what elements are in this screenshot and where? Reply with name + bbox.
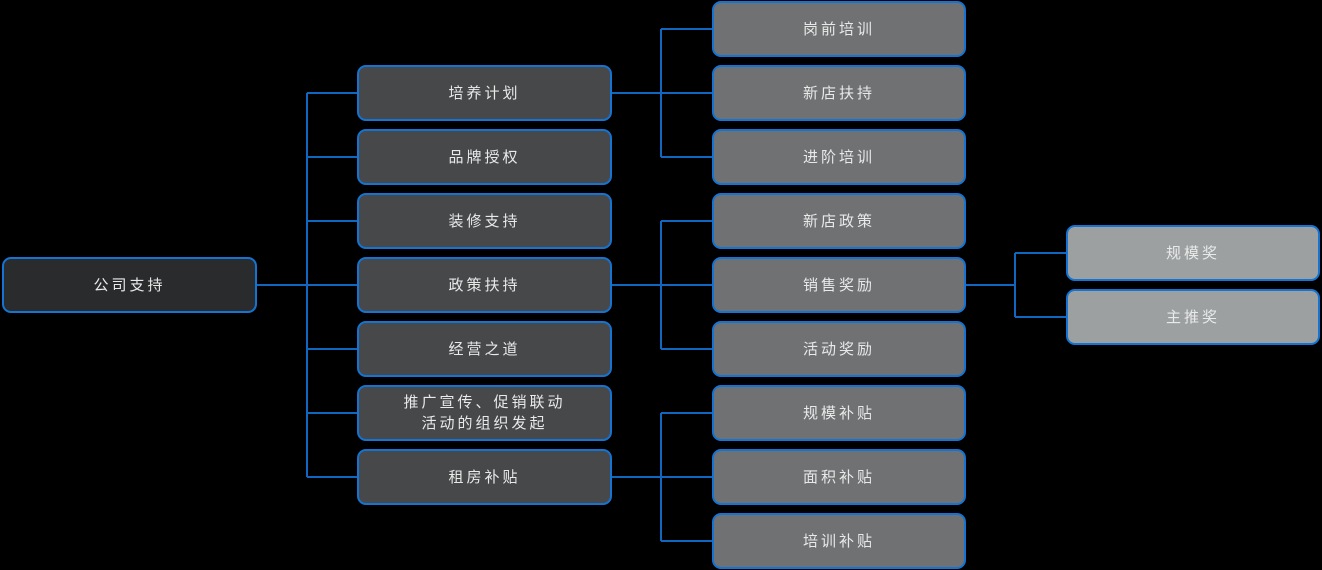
node-decoration-support[interactable]: 装修支持 xyxy=(357,193,612,249)
node-area-subsidy[interactable]: 面积补贴 xyxy=(712,449,966,505)
node-brand-authorization[interactable]: 品牌授权 xyxy=(357,129,612,185)
node-pre-job-training[interactable]: 岗前培训 xyxy=(712,1,966,57)
node-main-push-award[interactable]: 主推奖 xyxy=(1066,289,1320,345)
connector-rent-subsidy-children xyxy=(612,412,712,542)
node-company-support[interactable]: 公司支持 xyxy=(2,257,257,313)
node-new-store-support[interactable]: 新店扶持 xyxy=(712,65,966,121)
node-promotion-organization[interactable]: 推广宣传、促销联动 活动的组织发起 xyxy=(357,385,612,441)
connector-sales-reward-children xyxy=(966,252,1066,318)
connector-training-plan-children xyxy=(612,28,712,158)
node-business-way[interactable]: 经营之道 xyxy=(357,321,612,377)
node-training-plan[interactable]: 培养计划 xyxy=(357,65,612,121)
node-activity-reward[interactable]: 活动奖励 xyxy=(712,321,966,377)
node-policy-support[interactable]: 政策扶持 xyxy=(357,257,612,313)
node-advanced-training[interactable]: 进阶培训 xyxy=(712,129,966,185)
node-rent-subsidy[interactable]: 租房补贴 xyxy=(357,449,612,505)
connector-root-to-level2 xyxy=(257,92,357,478)
node-training-subsidy[interactable]: 培训补贴 xyxy=(712,513,966,569)
node-scale-subsidy[interactable]: 规模补贴 xyxy=(712,385,966,441)
connector-policy-support-children xyxy=(612,220,712,350)
node-sales-reward[interactable]: 销售奖励 xyxy=(712,257,966,313)
node-scale-award[interactable]: 规模奖 xyxy=(1066,225,1320,281)
node-new-store-policy[interactable]: 新店政策 xyxy=(712,193,966,249)
